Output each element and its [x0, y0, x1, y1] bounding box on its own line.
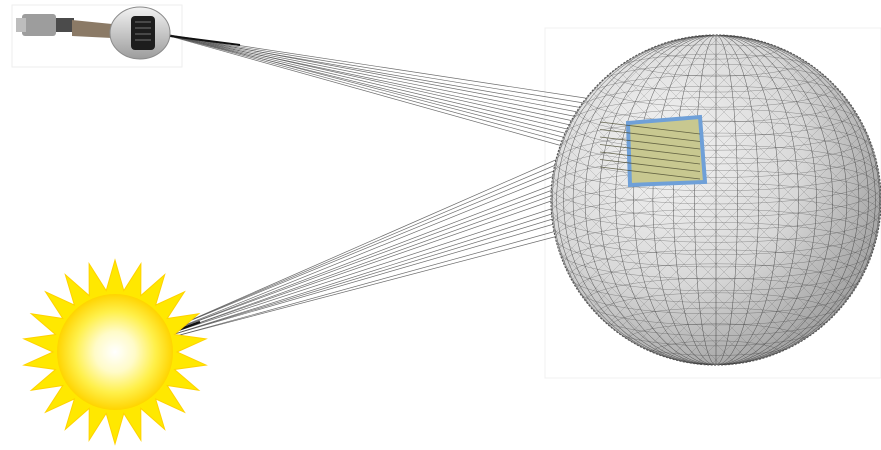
mesh-diagonal: [551, 35, 562, 365]
camera-arm: [56, 18, 74, 32]
mesh-diagonal: [551, 35, 658, 365]
mesh-diagonal: [774, 35, 881, 365]
patch-ray: [599, 121, 701, 135]
camera-ray: [169, 35, 594, 121]
camera-neck: [72, 20, 112, 38]
camera-ray: [169, 35, 600, 137]
mesh-diagonal: [551, 35, 722, 365]
mesh-diagonal: [551, 35, 562, 365]
sun-ray: [117, 205, 561, 351]
mesh-diagonal: [726, 35, 881, 365]
camera-ray: [169, 35, 608, 159]
ray-bundle: [117, 34, 608, 354]
patch-ray: [599, 151, 701, 165]
sun-core: [57, 294, 173, 410]
camera-lens: [131, 16, 155, 50]
surface-patch: [599, 114, 708, 188]
mesh-diagonal: [551, 35, 594, 365]
camera-frame: [11, 4, 183, 68]
patch-ray: [599, 129, 701, 142]
mesh-diagonal: [758, 35, 881, 365]
mesh-diagonal: [630, 35, 881, 365]
mesh-diagonal: [742, 35, 881, 365]
mesh-diagonal: [551, 35, 770, 365]
mesh-diagonal: [551, 35, 690, 365]
mesh-diagonal: [678, 35, 881, 365]
mesh-diagonal: [694, 35, 881, 365]
mesh-diagonal: [551, 35, 674, 365]
mesh-longitude: [633, 35, 799, 365]
sun-icon: [22, 258, 208, 446]
camera-icon: [16, 6, 171, 60]
mesh-diagonal: [551, 35, 690, 365]
mesh-diagonal: [758, 35, 881, 365]
mesh-diagonal: [551, 35, 706, 365]
mesh-diagonal: [551, 35, 594, 365]
mesh-longitude: [584, 35, 848, 365]
mesh-longitude: [615, 35, 817, 365]
mesh-diagonal: [551, 35, 738, 365]
camera-mount-plate: [16, 18, 26, 32]
sun-ray: [117, 175, 555, 353]
mesh-diagonal: [551, 35, 578, 365]
camera-ray: [169, 34, 592, 115]
sun-ray: [117, 223, 555, 351]
wireframe-sphere: [550, 34, 881, 366]
mesh-diagonal: [551, 35, 786, 365]
mesh-diagonal: [646, 35, 881, 365]
mesh-diagonal: [551, 35, 754, 365]
mesh-longitude: [673, 35, 759, 365]
mesh-diagonal: [551, 35, 802, 365]
mesh-diagonal: [726, 35, 881, 365]
mesh-diagonal: [710, 35, 881, 365]
mesh-diagonal: [551, 35, 658, 365]
mesh-diagonal: [774, 35, 881, 365]
patch-border: [625, 114, 708, 188]
mesh-longitude: [556, 35, 876, 365]
mesh-diagonal: [551, 35, 818, 365]
mesh-longitude: [572, 35, 860, 365]
patch-ray: [599, 144, 701, 157]
mesh-diagonal: [551, 35, 881, 365]
mesh-diagonal: [551, 35, 674, 365]
camera-ray: [169, 35, 606, 154]
sun-ray: [117, 235, 559, 352]
patch-ray: [599, 136, 701, 150]
mesh-diagonal: [742, 35, 881, 365]
mesh-longitude: [552, 35, 880, 365]
patch-ray: [599, 159, 701, 172]
mesh-latitude: [551, 170, 881, 230]
mesh-longitude: [694, 35, 738, 365]
sphere-outline: [550, 34, 881, 366]
camera-ray: [169, 34, 604, 148]
mesh-longitude: [563, 35, 869, 365]
mesh-diagonal: [551, 35, 578, 365]
mesh-longitude: [715, 35, 717, 365]
patch-rays: [599, 121, 701, 180]
mesh-diagonal: [614, 35, 881, 365]
sun-ray: [117, 187, 559, 351]
mesh-diagonal: [662, 35, 881, 365]
camera-ray: [169, 35, 588, 104]
mesh-diagonal: [551, 35, 706, 365]
mesh-longitude: [652, 35, 780, 365]
camera-ray-core: [169, 35, 241, 46]
camera-ray: [169, 34, 598, 132]
patch-ray: [599, 166, 701, 180]
camera-mount: [22, 14, 56, 36]
mesh-longitude: [599, 35, 833, 365]
